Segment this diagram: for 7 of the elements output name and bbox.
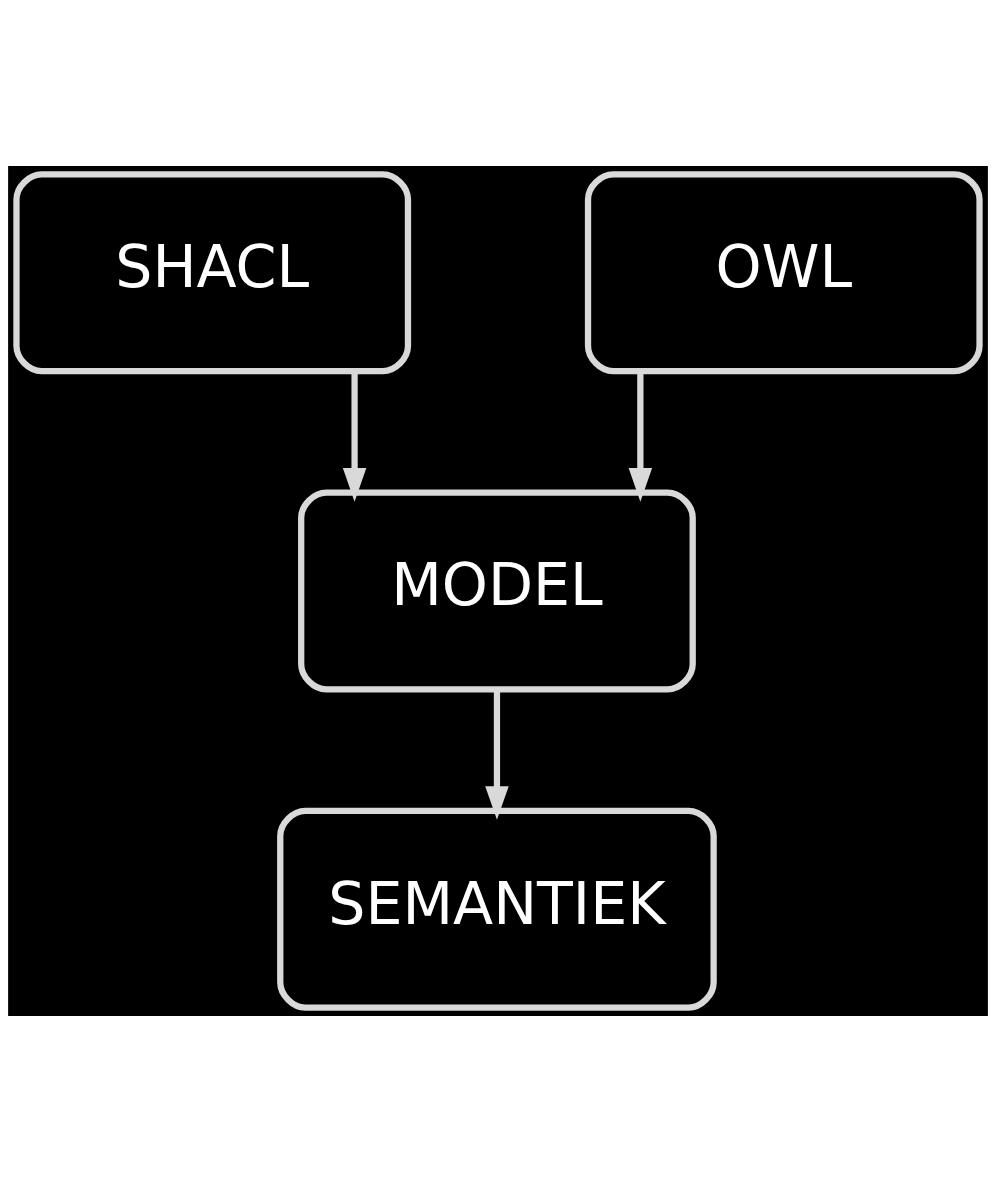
- arrow: [628, 371, 653, 502]
- node-box: SHACL: [13, 170, 412, 374]
- arrow: [485, 689, 509, 820]
- node-box: OWL: [584, 170, 983, 374]
- node-box: SEMANTIEK: [277, 807, 717, 1011]
- node-box: MODEL: [298, 488, 696, 693]
- arrow: [342, 371, 367, 502]
